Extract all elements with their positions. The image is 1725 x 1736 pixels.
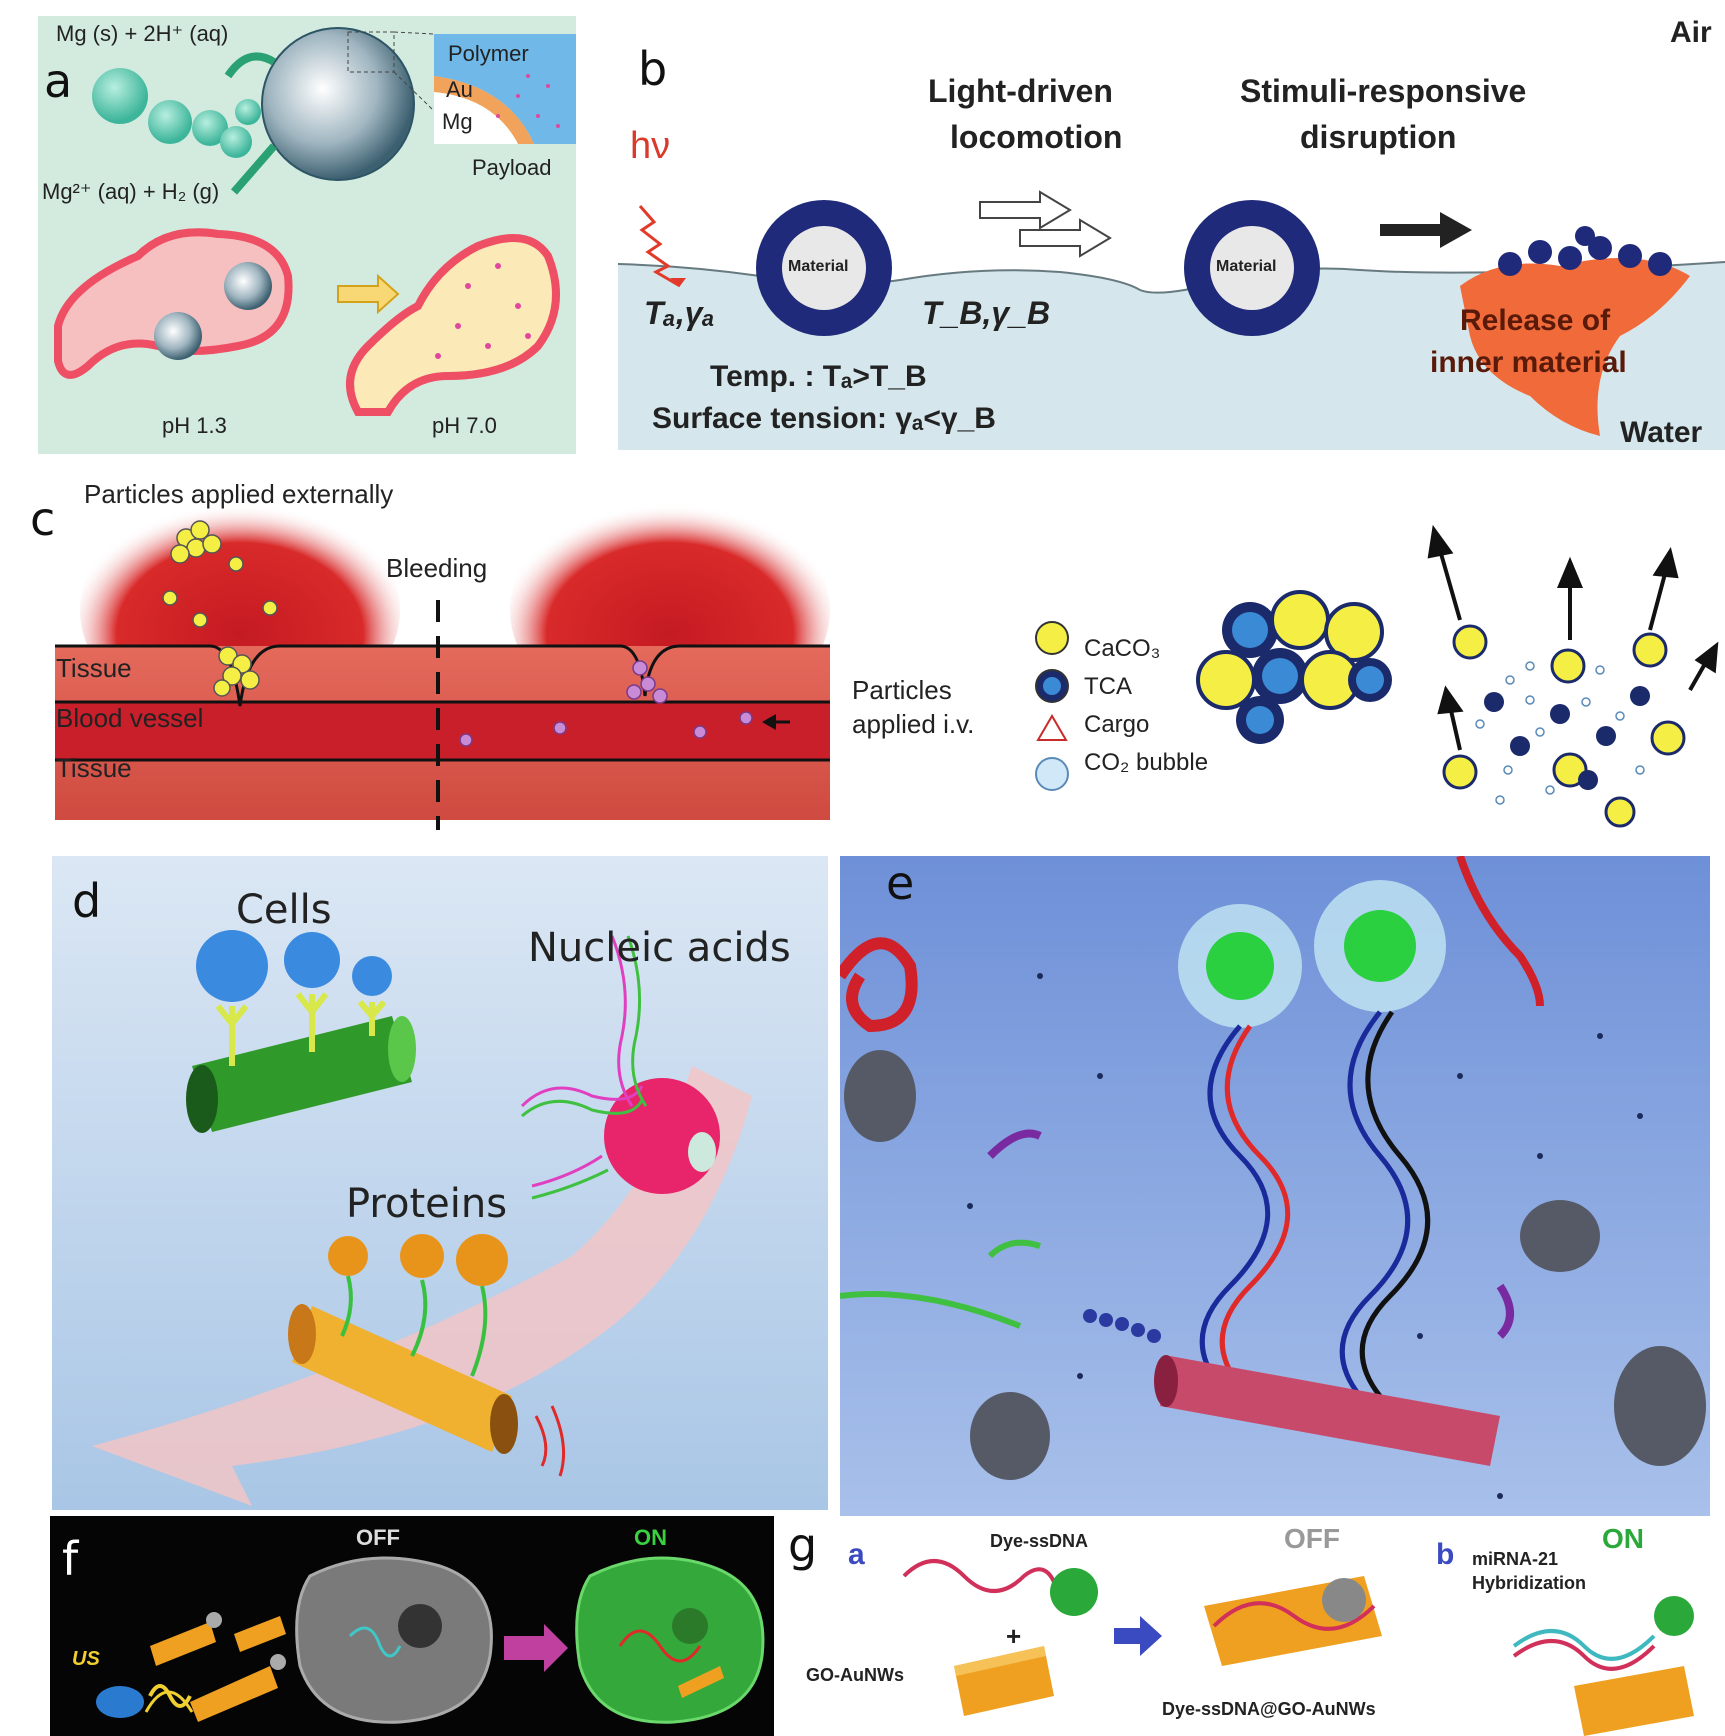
step2-line2: disruption [1300, 119, 1457, 155]
legend-cargo: Cargo [1084, 711, 1150, 738]
mirna-label-line1: miRNA-21 [1472, 1549, 1559, 1569]
surface-tension-label: Surface tension: γₐ<γ_B [652, 402, 996, 435]
material-particle-1 [756, 200, 892, 336]
layer-mg-label: Mg [442, 109, 473, 134]
on-label-f: ON [634, 1525, 667, 1550]
tb-label: T_B,γ_B [922, 295, 1051, 331]
on-label-g: ON [1602, 1523, 1644, 1554]
external-particles-label: Particles applied externally [84, 479, 394, 509]
panel-a: a Mg (s) + 2H⁺ (aq) Mg²⁺ (aq) + H₂ (g) P… [38, 16, 576, 454]
panel-e: e [840, 856, 1710, 1516]
legend-co2-bubble: CO₂ bubble [1084, 749, 1209, 776]
tissue-bottom-label: Tissue [56, 753, 132, 783]
go-aunws-label: GO-AuNWs [806, 1665, 904, 1685]
panel-b: b Air hν Light-driven locomotion Stimuli… [600, 16, 1725, 450]
release-line2: inner material [1430, 346, 1627, 379]
proteins-tube [288, 1234, 566, 1477]
step1-line2: locomotion [950, 119, 1123, 155]
go-aunws-right [1574, 1666, 1694, 1736]
panel-d: d Cells Nucleic acids Proteins [52, 856, 828, 1510]
off-label-f: OFF [356, 1525, 400, 1550]
panel-a-drawing [54, 27, 576, 416]
panel-c-drawing [55, 492, 1719, 830]
bubble-release [1427, 524, 1719, 751]
iv-label-line1: Particles [852, 675, 952, 705]
legend-caco3: CaCO₃ [1084, 635, 1161, 662]
panel-g-label: g [788, 1518, 818, 1572]
mirna-label-line2: Hybridization [1472, 1573, 1587, 1593]
layer-polymer-label: Polymer [448, 41, 529, 66]
water-label: Water [1620, 416, 1703, 449]
particle-cluster [1196, 590, 1392, 744]
nucleic-acids-label: Nucleic acids [528, 925, 791, 971]
ph-left-label: pH 1.3 [162, 413, 227, 438]
panel-f-label: f [62, 1532, 79, 1586]
proteins-label: Proteins [346, 1181, 508, 1227]
ph-right-label: pH 7.0 [432, 413, 497, 438]
panel-f-drawing [96, 1556, 765, 1724]
panel-d-label: d [72, 874, 102, 928]
dye-ssdna-label: Dye-ssDNA [990, 1531, 1089, 1551]
nucleic-sphere [520, 935, 720, 1200]
panel-a-label: a [44, 54, 73, 108]
panel-e-label: e [886, 856, 915, 910]
panel-d-drawing [92, 930, 752, 1506]
go-aunws-left [954, 1646, 1054, 1716]
legend-tca: TCA [1084, 673, 1132, 700]
panel-g: g a Dye-ssDNA + GO-AuNWs OFF Dye-ssDNA@G… [784, 1516, 1725, 1736]
reaction-bottom-text: Mg²⁺ (aq) + H₂ (g) [42, 179, 220, 204]
cell-on [575, 1556, 765, 1724]
tissue-top-label: Tissue [56, 653, 132, 683]
reaction-top-text: Mg (s) + 2H⁺ (aq) [56, 21, 229, 46]
panel-g-drawing [902, 1559, 1694, 1736]
material-label-1: Material [788, 258, 849, 275]
us-label: US [72, 1648, 100, 1670]
sub-b-label: b [1436, 1538, 1455, 1571]
hv-label: hν [630, 125, 671, 167]
cell-off [295, 1556, 493, 1724]
sub-a-label: a [848, 1538, 865, 1571]
bleeding-label: Bleeding [386, 553, 488, 583]
blood-vessel-label: Blood vessel [56, 703, 204, 733]
panel-f: f US OFF ON [50, 1516, 774, 1736]
material-label-2: Material [1216, 258, 1277, 275]
panel-c-label: c [30, 492, 56, 546]
material-particle-2 [1184, 200, 1320, 336]
go-aunws-complex [1204, 1576, 1382, 1666]
cells-tube [186, 930, 416, 1133]
nanomotors [150, 1612, 286, 1722]
cells-label: Cells [236, 887, 332, 933]
nanowire-rod [1154, 1355, 1500, 1466]
panel-b-drawing [617, 190, 1725, 450]
external-particles [162, 520, 278, 697]
legend-marks [1035, 621, 1069, 791]
payload-label: Payload [472, 155, 552, 180]
step2-line1: Stimuli-responsive [1240, 73, 1527, 109]
temp-label: Temp. : Tₐ>T_B [710, 360, 927, 393]
panel-b-label: b [638, 42, 668, 96]
off-label-g: OFF [1284, 1523, 1340, 1554]
layer-au-label: Au [446, 77, 473, 102]
ta-label: Tₐ,γₐ [644, 295, 715, 331]
step1-line1: Light-driven [928, 73, 1113, 109]
complex-label: Dye-ssDNA@GO-AuNWs [1162, 1699, 1376, 1719]
iv-particles [459, 660, 753, 747]
plus-sign: + [1006, 1621, 1022, 1651]
air-label: Air [1670, 16, 1712, 49]
release-line1: Release of [1460, 304, 1611, 337]
iv-label-line2: applied i.v. [852, 709, 975, 739]
panel-c: c Particles applied externally Bleeding … [0, 470, 1725, 840]
panel-e-drawing [840, 856, 1706, 1499]
